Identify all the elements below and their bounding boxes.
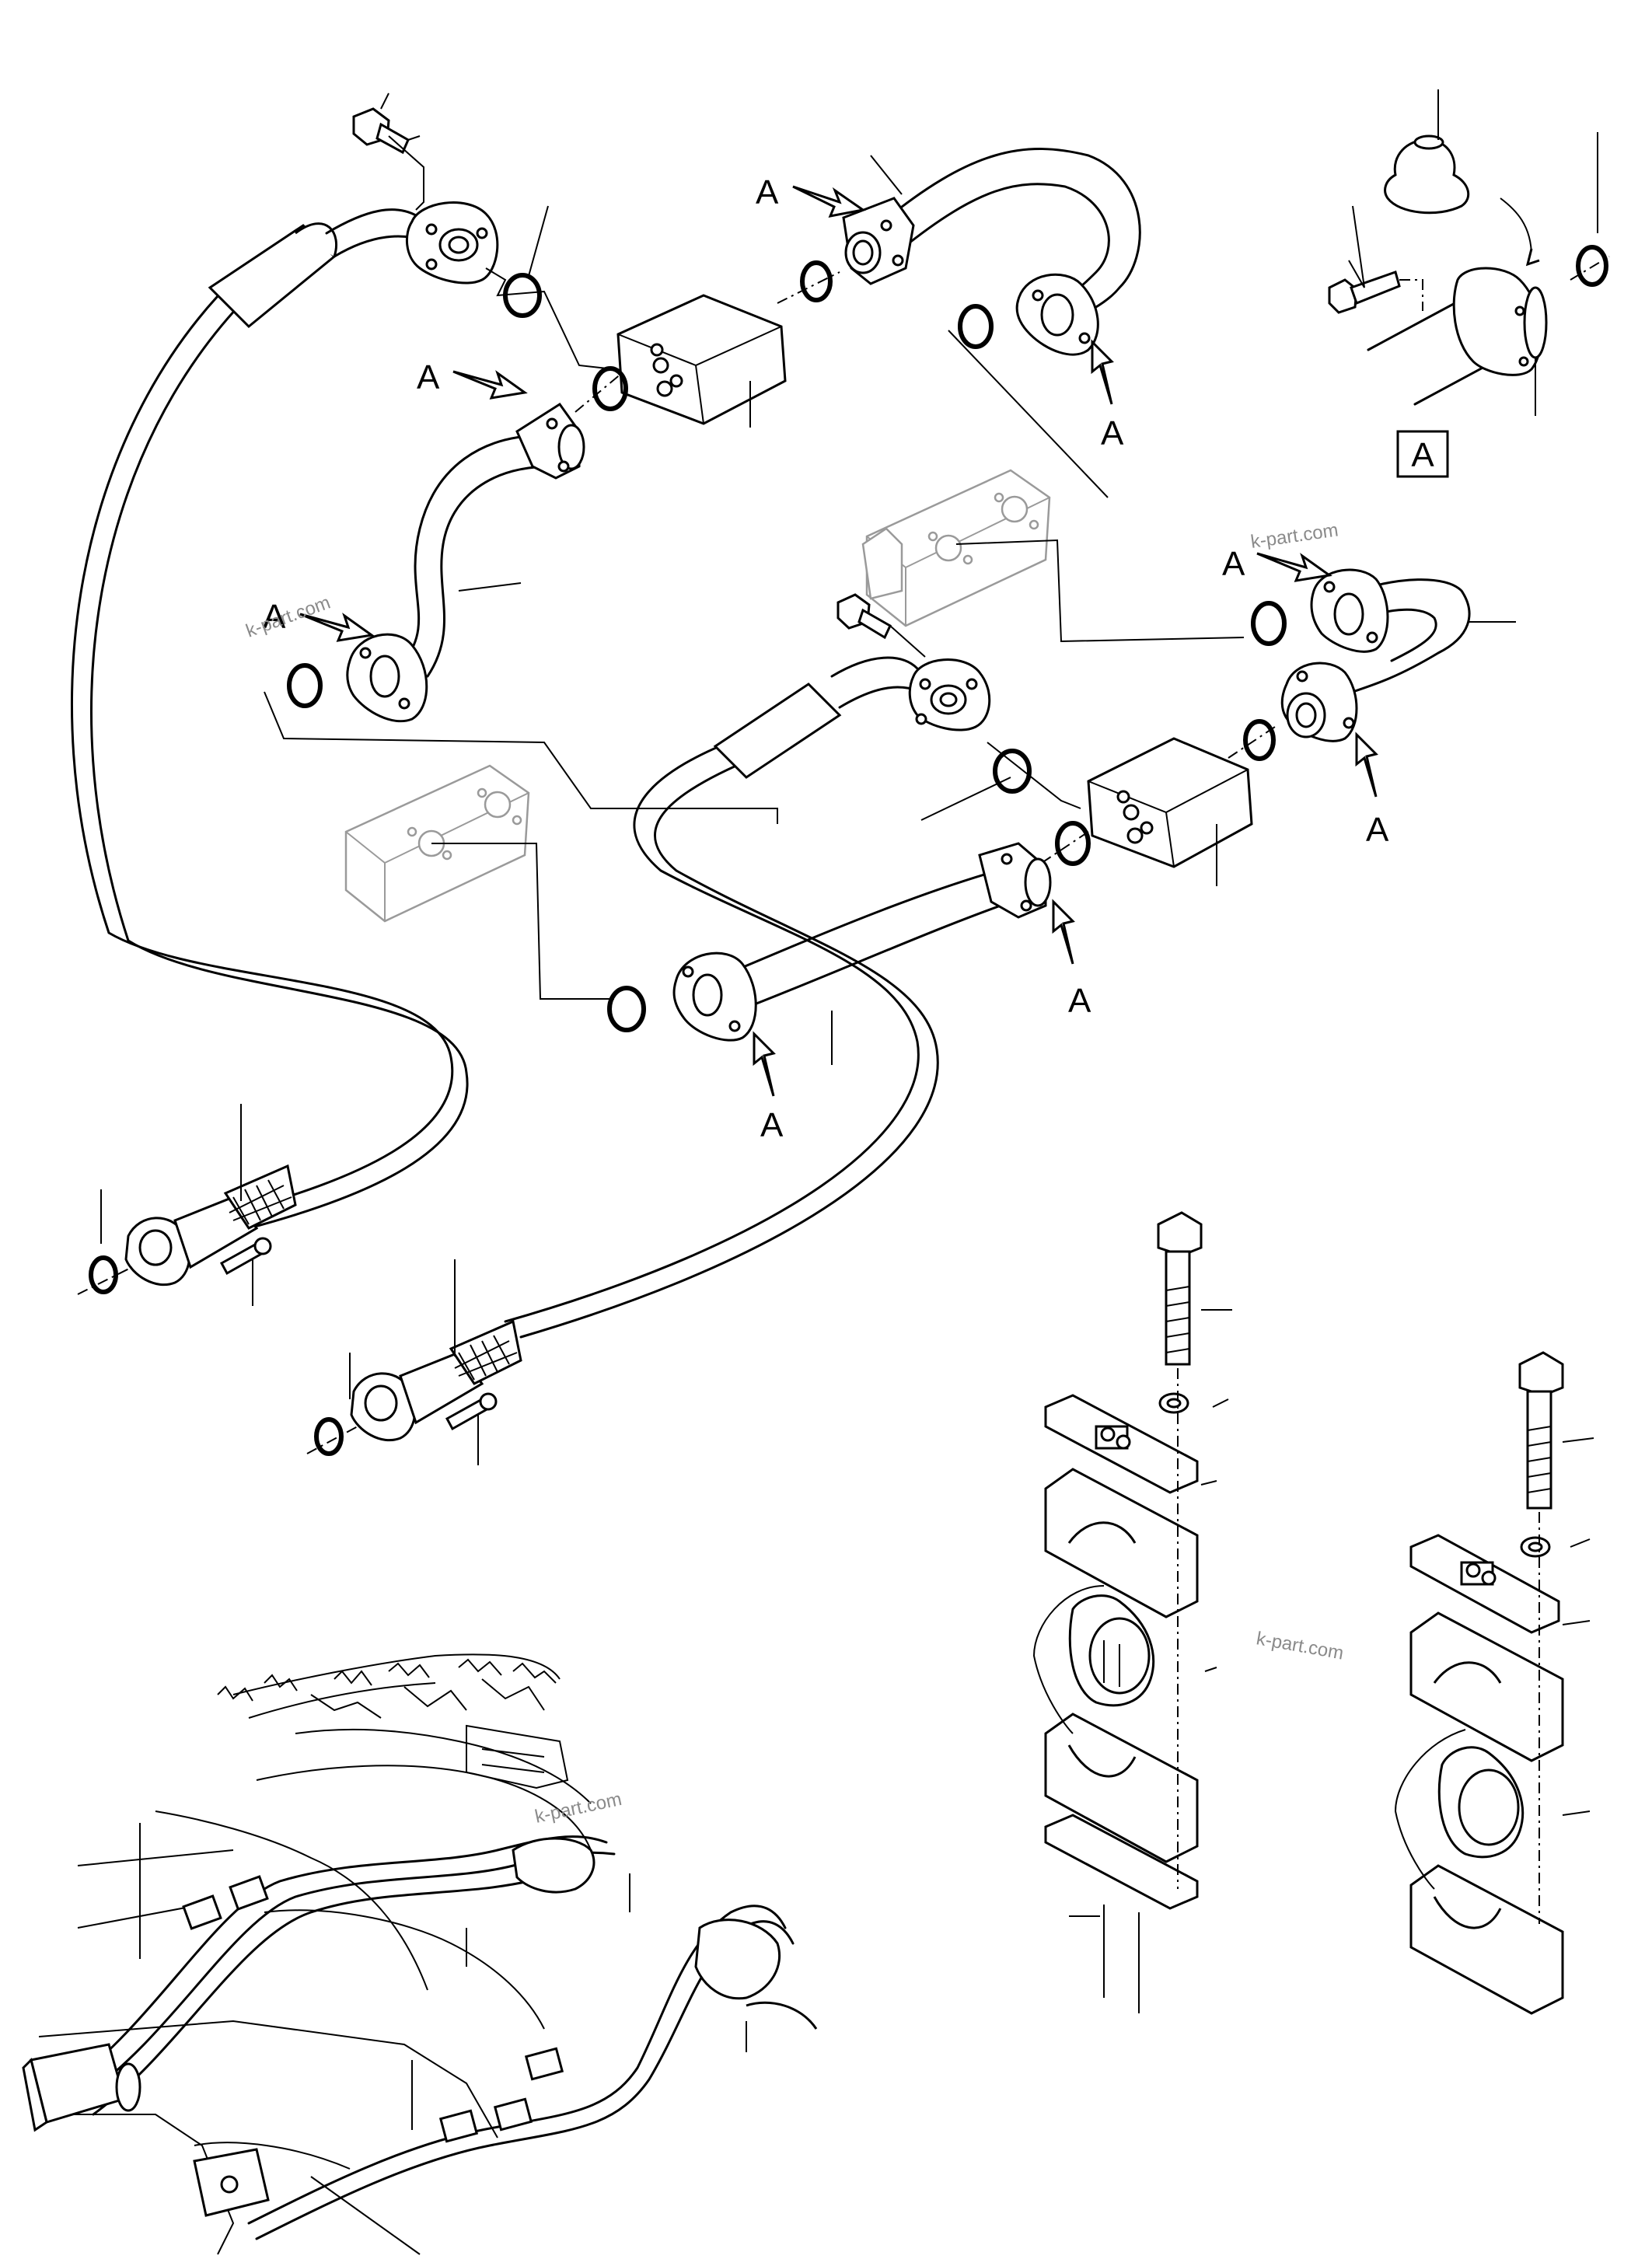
o-ring [1251,601,1287,646]
svg-text:A: A [1068,982,1091,1020]
svg-text:k-part.com: k-part.com [1255,1628,1345,1664]
flange-top-right-upper [842,197,915,285]
o-ring [592,366,628,411]
o-ring [1576,245,1608,287]
callout-a-7: A [1052,899,1091,1020]
flange-middle-right-lower [1280,662,1358,742]
flange-hose-2 [908,658,991,731]
o-ring [800,260,833,302]
hose-1 [71,208,469,1230]
callout-a-2: A [417,358,528,400]
callout-a-8: A [753,1031,784,1144]
clamp-assembly-1 [1032,1211,1232,2013]
callout-a-4: A [1091,339,1124,452]
flange-middle-upper [515,402,585,480]
vehicle-overview [22,1653,818,2255]
tube-middle-left [403,434,554,678]
reference-block-upper [861,469,1051,627]
flange-top-right-lower [1015,273,1099,356]
o-ring [1243,719,1276,761]
o-ring [958,304,994,349]
o-ring [314,1417,344,1456]
flange-lower-long-left [672,951,757,1042]
flange-middle-lower [346,633,428,723]
hose-end-fitting-2 [349,1259,522,1465]
svg-text:A: A [1366,811,1389,849]
detail-a: A [1328,89,1610,478]
flange-top-left [405,201,499,285]
tube-lower-long [721,861,1036,1065]
svg-text:k-part.com: k-part.com [1249,519,1339,553]
svg-text:A: A [756,173,779,211]
svg-text:k-part.com: k-part.com [243,592,334,641]
o-ring [993,749,1032,794]
manifold-block-top [616,294,787,428]
svg-text:A: A [1101,414,1124,452]
o-ring [1055,821,1091,866]
manifold-block-right [1087,737,1253,886]
svg-text:k-part.com: k-part.com [533,1789,623,1828]
svg-text:A: A [263,598,286,636]
tube-top-right [870,148,1141,328]
hose-2 [504,656,939,1339]
svg-text:A: A [417,358,440,396]
bolt-middle [836,593,926,658]
callout-a-6: A [1355,731,1389,849]
callout-a-3: A [263,598,375,642]
callout-a-1: A [756,173,866,218]
o-ring [607,986,646,1032]
flange-lower-long-right [978,842,1052,919]
o-ring [89,1255,118,1294]
clamp-assembly-2 [1394,1351,1594,2015]
svg-text:A: A [1222,545,1245,583]
bolt-top-left [352,93,424,211]
o-ring [503,273,542,318]
hose-end-fitting-1 [100,1104,297,1306]
callout-a-5: A [1222,545,1332,583]
svg-text:A: A [760,1106,784,1144]
detail-a-box [1396,430,1449,478]
o-ring [287,663,323,708]
flange-middle-right-upper [1310,568,1389,653]
detail-a-label: A [1411,436,1434,474]
